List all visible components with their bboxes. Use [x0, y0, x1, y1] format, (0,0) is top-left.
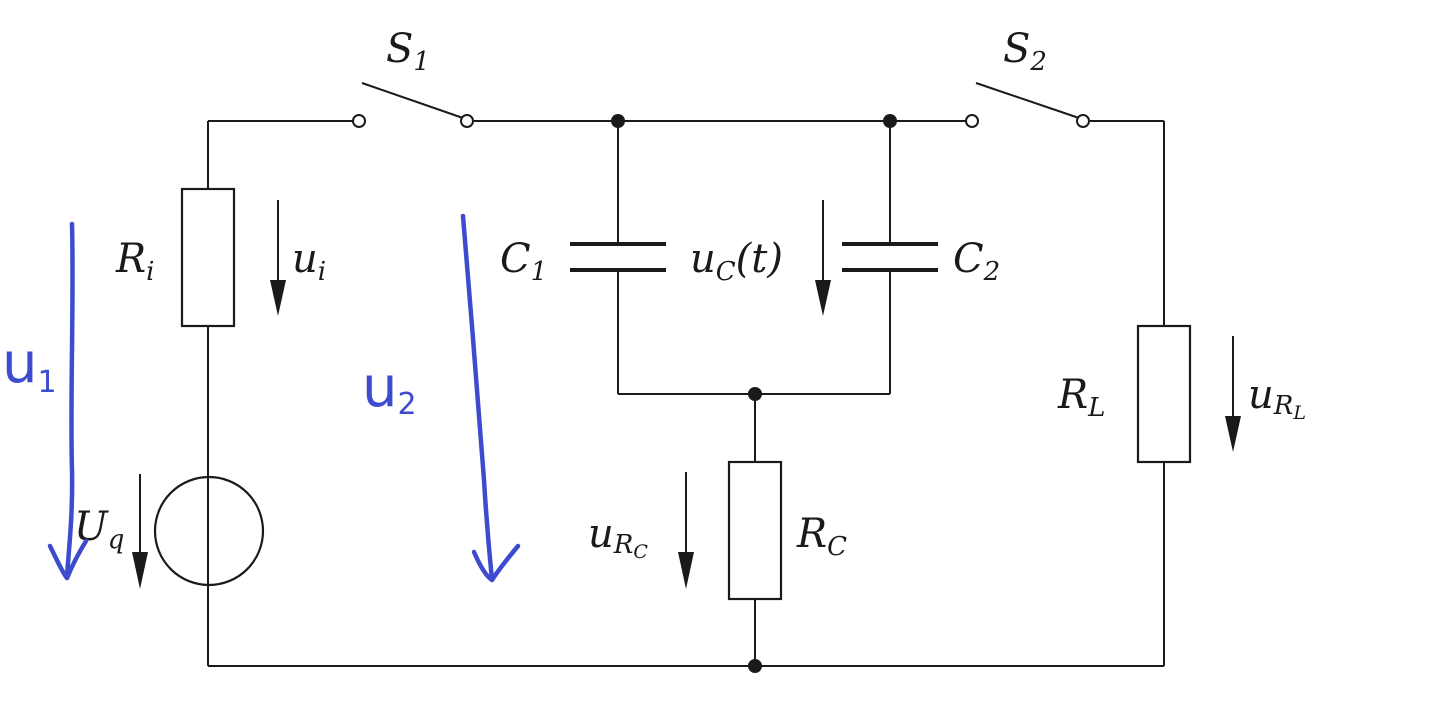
handwritten-u1: u1 [2, 221, 89, 581]
label-urc: uRC [588, 511, 648, 563]
label-rc: RC [796, 511, 847, 562]
voltage-source-uq [153, 475, 265, 587]
arrow-uc-head [815, 280, 831, 316]
node-top-c2 [883, 114, 897, 128]
hand-label-u1: u1 [2, 331, 57, 400]
label-uq: Uq [74, 504, 124, 555]
hand-arrow-u2-shaft [460, 213, 495, 583]
switch-s2-contact-right [1076, 114, 1090, 128]
label-ri: Ri [115, 236, 154, 287]
capacitor-c2 [842, 242, 938, 272]
switch-s2-contact-left [965, 114, 979, 128]
resistor-ri [180, 187, 236, 328]
node-cap-junction [748, 387, 762, 401]
switch-s2 [965, 82, 1090, 128]
switch-s2-blade [975, 82, 1080, 119]
hand-arrow-u1-shaft [64, 221, 75, 581]
switch-s1-contact-left [352, 114, 366, 128]
arrow-urc [678, 472, 694, 589]
arrow-url [1225, 336, 1241, 452]
hand-label-u2: u2 [362, 355, 417, 422]
hand-arrow-u2-head [471, 543, 521, 583]
arrow-uc [815, 200, 831, 316]
switch-s1-contact-right [460, 114, 474, 128]
resistor-rl [1136, 324, 1192, 464]
label-c2: C2 [953, 236, 1000, 287]
switch-s1-blade [361, 82, 464, 119]
handwritten-u2: u2 [362, 213, 521, 583]
node-top-c1 [611, 114, 625, 128]
resistor-rc [727, 460, 783, 601]
arrow-uq-head [132, 552, 148, 589]
label-s1: S1 [386, 26, 430, 77]
arrow-ui [270, 200, 286, 316]
label-uc: uC(t) [690, 236, 783, 287]
label-rl: RL [1057, 372, 1105, 423]
label-s2: S2 [1003, 26, 1047, 77]
node-bottom [748, 659, 762, 673]
arrow-uq [132, 474, 148, 589]
arrow-ui-head [270, 280, 286, 316]
capacitor-c1 [570, 242, 666, 272]
label-ui: ui [292, 236, 326, 287]
arrow-urc-head [678, 552, 694, 589]
switch-s1 [352, 82, 474, 128]
arrow-url-head [1225, 416, 1241, 452]
label-c1: C1 [500, 236, 547, 287]
label-url: uRL [1248, 372, 1306, 424]
hand-arrow-u1-head [47, 538, 89, 581]
